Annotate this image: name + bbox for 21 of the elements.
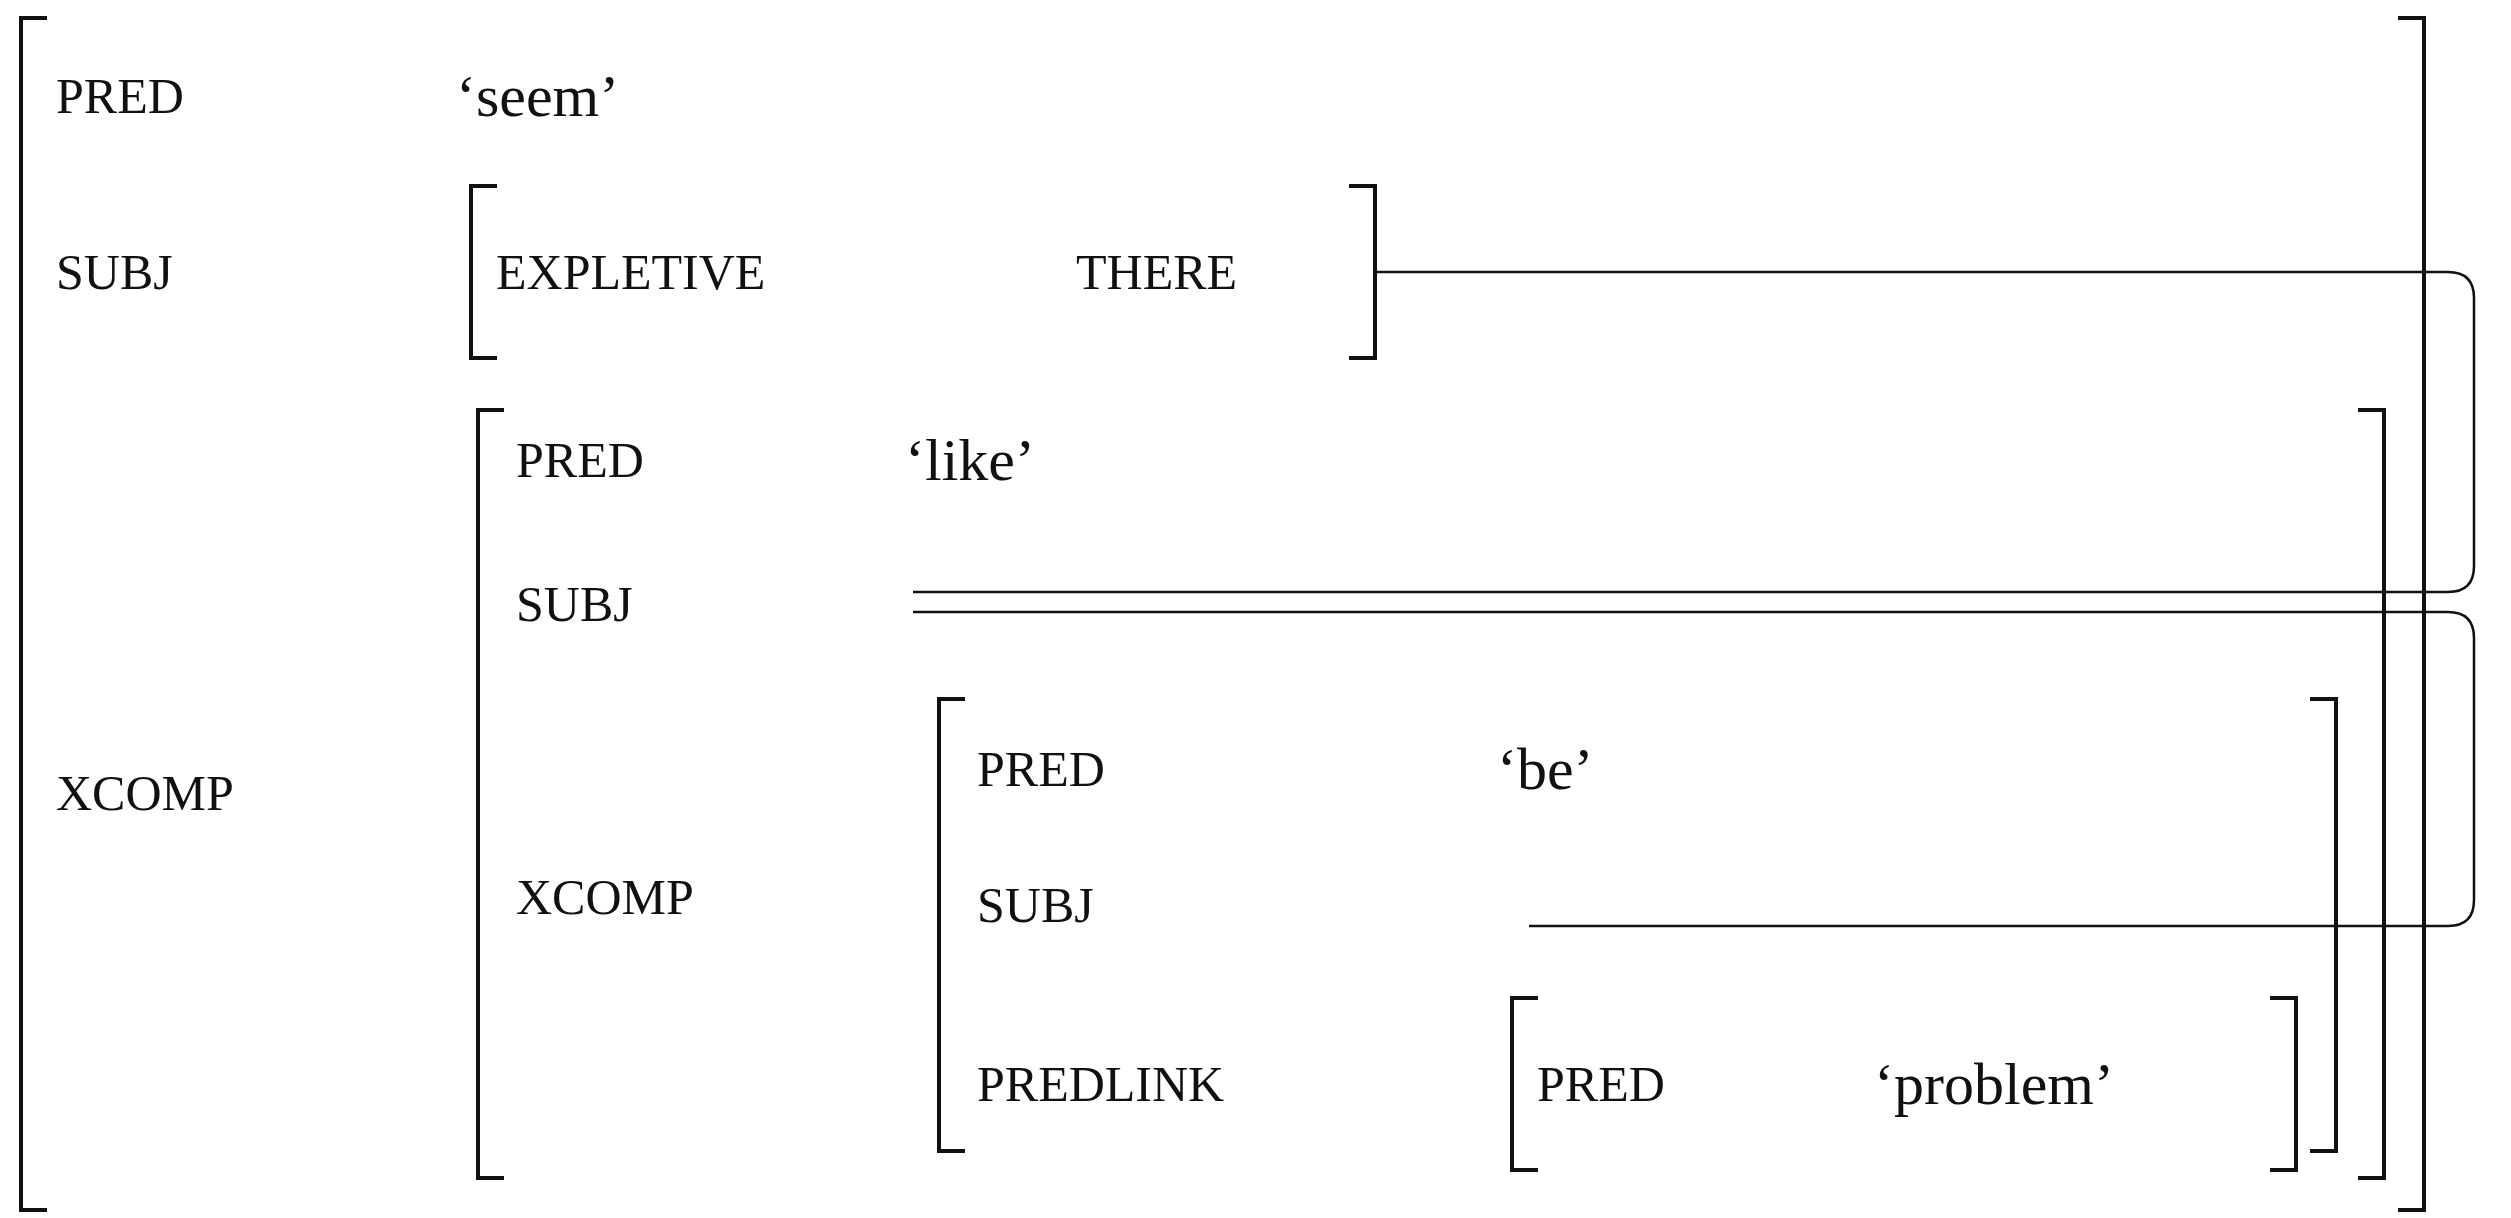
attribute-name: PRED — [56, 71, 184, 121]
attribute-name: XCOMP — [56, 768, 234, 818]
attribute-name: PREDLINK — [977, 1059, 1225, 1109]
structure-sharing-line — [953, 610, 2476, 928]
attribute-name: EXPLETIVE — [496, 247, 766, 297]
attribute-value-matrix — [469, 184, 1377, 360]
attribute-name: PRED — [977, 744, 1105, 794]
attribute-name: SUBJ — [56, 247, 173, 297]
attribute-name: PRED — [1537, 1059, 1665, 1109]
attribute-value-matrix — [1510, 996, 2298, 1172]
attribute-name: SUBJ — [516, 579, 633, 629]
attribute-value: ‘be’ — [1497, 739, 1594, 799]
attribute-name: XCOMP — [516, 872, 694, 922]
attribute-value-matrix — [19, 16, 2426, 1212]
structure-sharing-line — [953, 270, 2476, 594]
attribute-value-matrix — [476, 408, 2386, 1180]
attribute-name: SUBJ — [977, 880, 1094, 930]
attribute-value: ‘seem’ — [456, 66, 620, 126]
attribute-value: ‘like’ — [905, 430, 1035, 490]
attribute-name: PRED — [516, 435, 644, 485]
attribute-name: THERE — [1076, 247, 1238, 297]
